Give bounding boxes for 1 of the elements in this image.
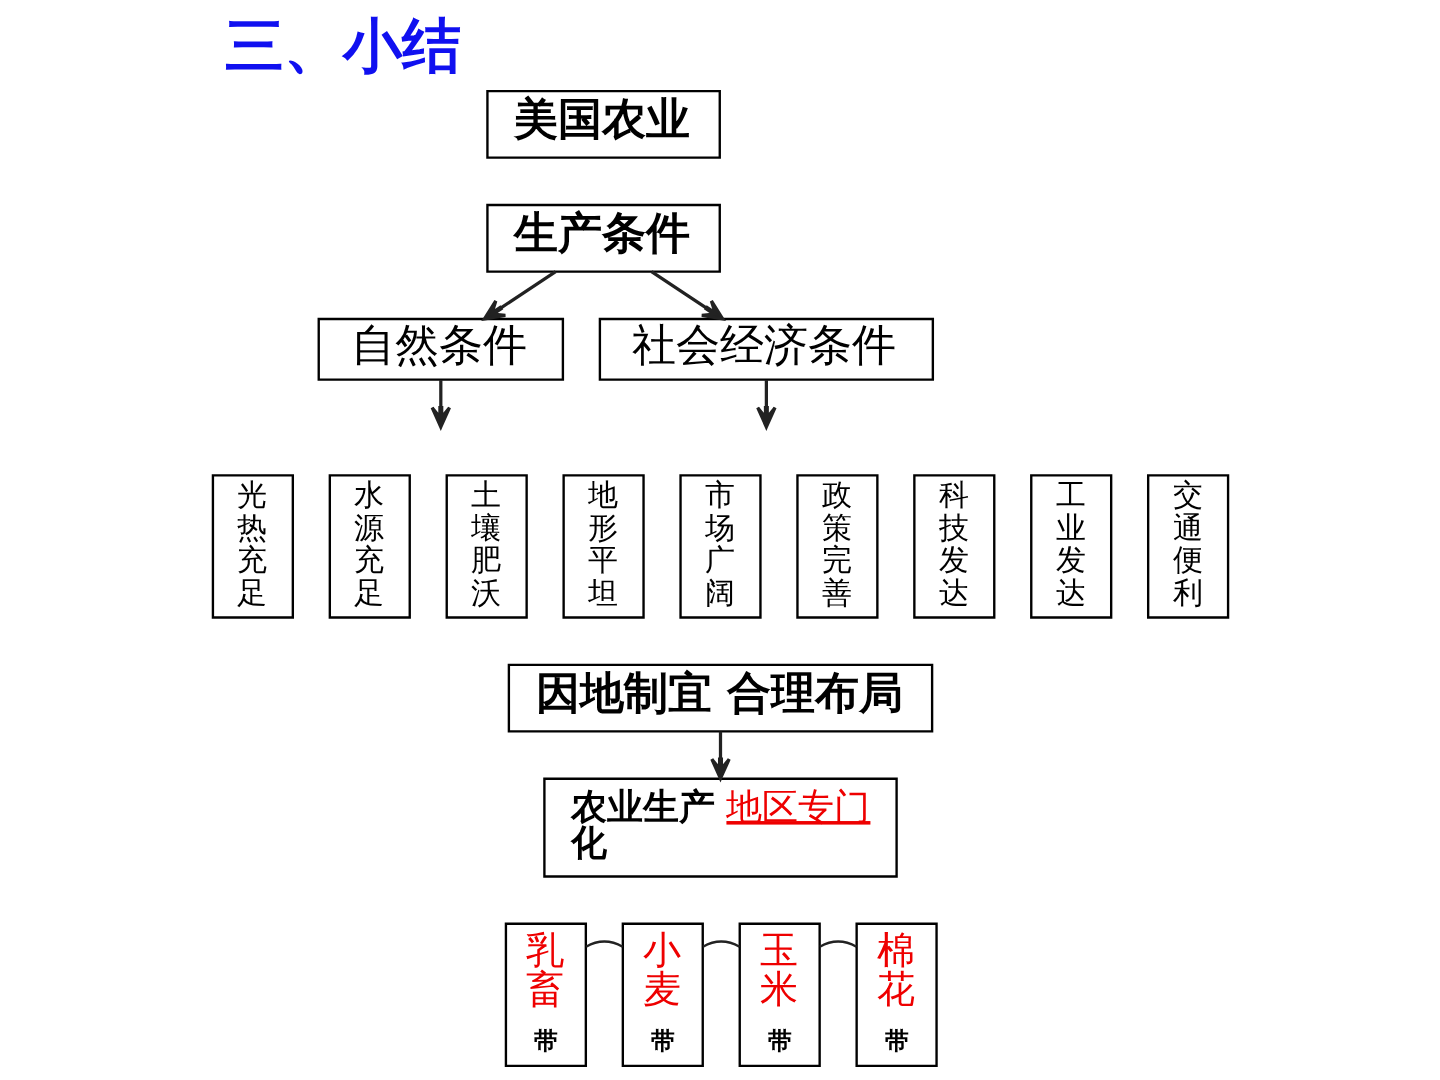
diagram-title: 三、小结 (224, 10, 461, 80)
